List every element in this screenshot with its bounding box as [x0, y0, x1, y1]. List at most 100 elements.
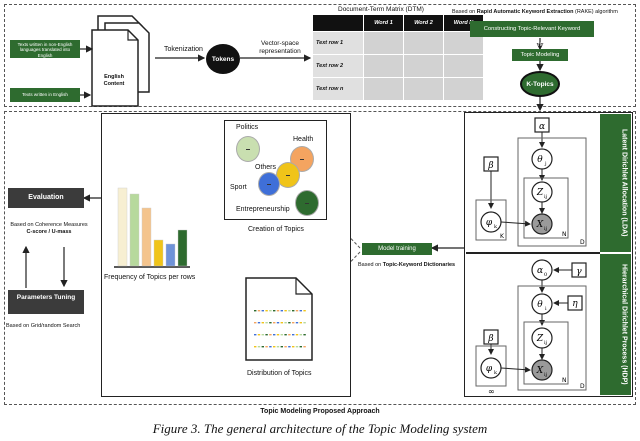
distribution-dot: [284, 322, 287, 324]
parameters-tuning-box: Parameters Tuning: [8, 290, 84, 314]
distribution-dot: [265, 334, 268, 336]
hdp-title: Hierarchical Dirichlet Process (HDP): [620, 264, 628, 385]
distribution-dot: [257, 310, 261, 312]
hdp-alpha: α: [537, 266, 543, 276]
distribution-dot: [303, 334, 306, 336]
lda-alpha: α: [539, 122, 545, 132]
frequency-bar: [153, 239, 164, 267]
hdp-theta: θ: [537, 300, 543, 310]
distribution-dot: [303, 346, 306, 348]
distribution-dot: [265, 310, 268, 312]
entrepreneurship-label: Entrepreneurship: [236, 206, 290, 213]
lda-title: Latent Dirichlet Allocation (LDA): [620, 129, 628, 237]
parameters-note: Based on Grid/random Search: [6, 323, 81, 329]
distribution-dot: [280, 334, 283, 336]
lda-beta: β: [487, 161, 493, 171]
lda-sidebar: Latent Dirichlet Allocation (LDA): [600, 114, 631, 252]
dtm-row-label: Text row 1: [312, 31, 364, 55]
evaluation-note: Based on Coherence Measures C-score / U-…: [10, 222, 88, 235]
k-topics-node: K-Topics: [520, 71, 560, 97]
constructing-dictionaries-box: Constructing Topic-Relevant Keyword Dict…: [470, 21, 594, 48]
bottom-dashed-region: [4, 111, 636, 405]
others-label: Others: [255, 164, 277, 171]
k-topics-label: K-Topics: [526, 80, 554, 88]
lda-phi-sub: k: [494, 224, 498, 230]
frequency-bar: [129, 193, 140, 267]
parameters-label: Parameters Tuning: [16, 294, 76, 301]
hdp-plate-n: N: [562, 377, 567, 384]
document-stack-icon: [91, 15, 150, 107]
distribution-dot: [265, 346, 268, 348]
model-training-note: Based on Topic-Keyword Dictionaries: [358, 262, 456, 268]
creation-caption: Creation of Topics: [248, 226, 304, 233]
distribution-dot: [295, 334, 299, 336]
distribution-dot: [276, 334, 280, 336]
tokens-label: Tokens: [211, 55, 235, 63]
hdp-alpha-sub: 0: [544, 272, 547, 278]
hdp-plate-diagram: α 0 γ θ i η Z ij X ij β φ k ∞ N D: [475, 259, 587, 394]
tokens-node: Tokens: [206, 44, 240, 74]
distribution-dot: [254, 322, 257, 324]
distribution-dot: [284, 346, 287, 348]
distribution-dot: [292, 322, 295, 324]
distribution-dot: [261, 322, 264, 324]
distribution-document-icon: [245, 277, 313, 361]
distribution-dot: [261, 310, 264, 312]
distribution-dot: [254, 310, 257, 312]
evaluation-box: Evaluation: [8, 188, 84, 208]
distribution-dot: [288, 346, 291, 348]
hdp-beta: β: [487, 334, 493, 344]
distribution-dot: [261, 346, 264, 348]
lda-plate-d: D: [580, 239, 585, 246]
dtm-row-label: Text row 2: [312, 54, 364, 78]
evaluation-label: Evaluation: [28, 194, 64, 201]
politics-label: Politics: [236, 124, 259, 131]
topic-modeling-label: Topic Modeling: [520, 52, 560, 58]
distribution-dot: [299, 346, 302, 348]
frequency-bar: [177, 229, 188, 267]
distribution-dot: [273, 322, 276, 324]
health-label: Health: [293, 136, 314, 143]
distribution-dot: [292, 310, 295, 312]
model-training-label: Model training: [378, 246, 416, 252]
distribution-dot: [273, 346, 276, 348]
distribution-dot: [273, 334, 276, 336]
lda-theta: θ: [537, 155, 543, 165]
hdp-theta-sub: i: [545, 306, 547, 312]
hdp-plate-inf: ∞: [488, 387, 495, 394]
document-label: English Content: [103, 74, 125, 87]
distribution-dot: [280, 346, 283, 348]
distribution-dot: [288, 322, 291, 324]
distribution-dot: [280, 310, 283, 312]
sport-label: Sport: [230, 184, 247, 191]
lda-theta-sub: j: [544, 161, 547, 167]
distribution-dot: [295, 346, 299, 348]
frequency-bar: [165, 243, 176, 267]
distribution-dot: [276, 346, 280, 348]
distribution-caption: Distribution of Topics: [247, 370, 312, 377]
lda-x: X: [536, 220, 544, 230]
hdp-sidebar: Hierarchical Dirichlet Process (HDP): [600, 254, 631, 395]
tokenization-label: Tokenization: [164, 46, 203, 53]
hdp-gamma: γ: [576, 267, 582, 277]
frequency-bar: [117, 187, 128, 267]
distribution-dot: [273, 310, 276, 312]
distribution-dot: [303, 322, 306, 324]
lda-z-sub: ij: [544, 194, 548, 200]
distribution-dot: [299, 334, 302, 336]
topic-circle-politics: [236, 136, 260, 162]
distribution-dot: [254, 346, 257, 348]
english-label: Texts written in English: [22, 92, 68, 97]
hdp-x-sub: ij: [544, 372, 548, 378]
distribution-dot: [269, 322, 272, 324]
distribution-dot: [276, 322, 280, 324]
distribution-dot: [292, 346, 295, 348]
distribution-dot: [269, 346, 272, 348]
distribution-dot: [269, 310, 272, 312]
rake-note: Based on Rapid Automatic Keyword Extract…: [452, 9, 618, 15]
dtm-table: Word 1 Word 2 Word N Text row 1 Text row…: [312, 14, 484, 101]
distribution-dot: [292, 334, 295, 336]
distribution-dot: [284, 310, 287, 312]
distribution-dot: [261, 334, 264, 336]
distribution-dot: [254, 334, 257, 336]
